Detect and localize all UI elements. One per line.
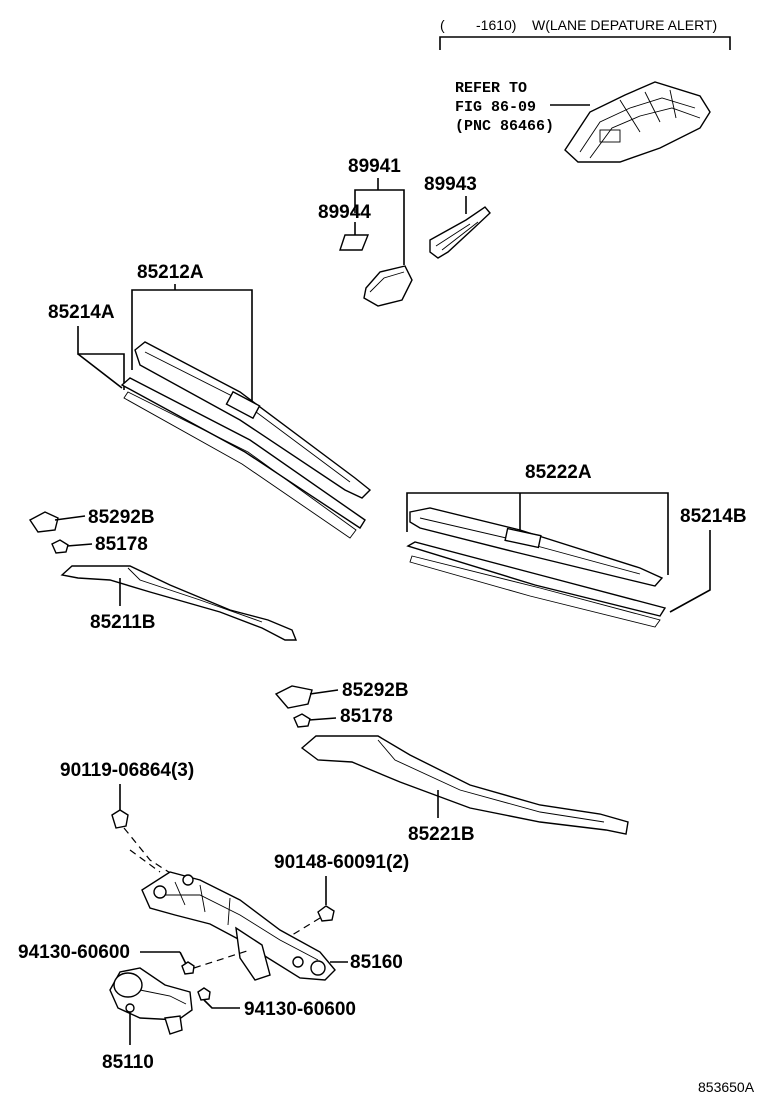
right-wiper-blade: 85222A 85214B: [406, 462, 747, 628]
label-85212A: 85212A: [137, 262, 204, 283]
refer-line-1: REFER TO: [455, 80, 527, 97]
leader-85214A-a: [77, 326, 125, 390]
header-note-open: (: [440, 17, 445, 33]
header-note-text: W(LANE DEPATURE ALERT): [532, 17, 717, 33]
label-85222A: 85222A: [525, 462, 592, 483]
cover-parts-group: 89941 89944 89943: [318, 156, 491, 307]
camera-cover-assembly: REFER TO FIG 86-09 (PNC 86466): [455, 80, 711, 163]
header-bracket: [439, 36, 731, 50]
bolt-90119: [111, 809, 129, 829]
leader-85214A-b: [77, 353, 123, 389]
label-90119: 90119-06864(3): [60, 760, 194, 781]
label-85178-a: 85178: [95, 534, 148, 555]
label-89943: 89943: [424, 174, 477, 195]
label-85110: 85110: [102, 1052, 154, 1073]
refill-85214B: [406, 541, 667, 617]
refer-line-2: FIG 86-09: [455, 99, 536, 116]
label-85214B: 85214B: [680, 506, 747, 527]
label-85160: 85160: [350, 952, 403, 973]
blade-85212A-clip: [225, 390, 261, 420]
nut-85178-b: [293, 713, 311, 728]
cover-89941: [363, 265, 413, 307]
right-wiper-arm: 85292B 85178 85221B: [274, 680, 629, 845]
cap-85292B-b: [274, 685, 313, 709]
linkage-motor-assembly: 90119-06864(3) 90148-60091(2) 85160 9413…: [18, 760, 409, 1073]
label-85214A: 85214A: [48, 302, 115, 323]
arm-85211B: [60, 565, 298, 641]
header-note-date: -1610): [476, 17, 516, 33]
figure-id: 853650A: [698, 1079, 755, 1095]
label-85178-b: 85178: [340, 706, 393, 727]
blade-85222A-clip: [504, 527, 542, 549]
bolt-90148: [317, 905, 335, 922]
pad-89944: [339, 234, 370, 251]
label-94130-a: 94130-60600: [18, 942, 130, 963]
arm-85221B: [300, 735, 629, 835]
leader-85214B: [669, 530, 711, 613]
label-89944: 89944: [318, 202, 371, 223]
leader-85212A: [131, 289, 253, 412]
header-note: ( -1610) W(LANE DEPATURE ALERT): [439, 17, 731, 50]
nut-94130-b: [197, 987, 211, 1001]
cap-85292B-a: [28, 511, 59, 533]
linkage-85160: [141, 871, 336, 981]
label-89941: 89941: [348, 156, 401, 177]
bracket-89943: [429, 206, 491, 259]
label-90148: 90148-60091(2): [274, 852, 409, 873]
refill-85214A: [120, 377, 366, 529]
label-85292B-a: 85292B: [88, 507, 155, 528]
label-94130-b: 94130-60600: [244, 999, 356, 1020]
label-85221B: 85221B: [408, 824, 475, 845]
blade-85212A: [134, 341, 372, 499]
left-wiper-arm: 85292B 85178 85211B: [28, 507, 298, 641]
leader-89941: [354, 189, 405, 265]
label-85211B: 85211B: [90, 612, 156, 633]
label-85292B-b: 85292B: [342, 680, 409, 701]
refer-line-3: (PNC 86466): [455, 118, 554, 135]
nut-85178-a: [51, 539, 69, 554]
left-wiper-blade: 85212A 85214A: [48, 262, 372, 539]
camera-cover-part: [564, 81, 711, 163]
leader-85222A: [406, 492, 669, 575]
nut-94130-a: [181, 961, 195, 975]
